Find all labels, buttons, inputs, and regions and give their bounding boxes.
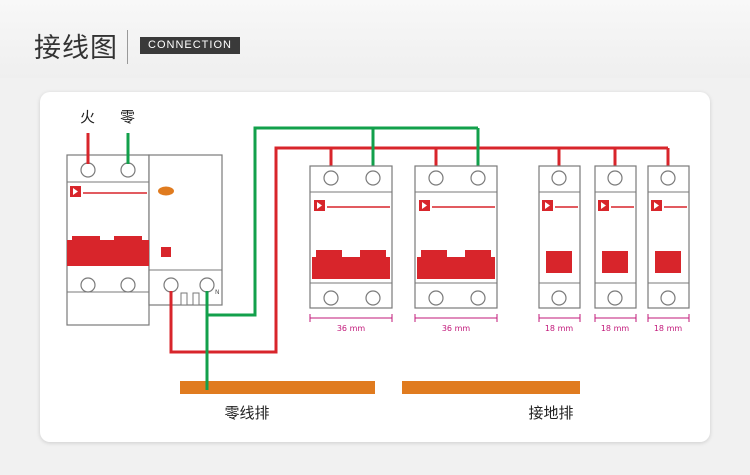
dimension-marker-3	[538, 314, 581, 322]
main-terminal-live	[80, 162, 96, 178]
test-button-icon	[158, 186, 174, 196]
toggle-handle	[312, 257, 390, 279]
width-label-2: 36 mm	[442, 324, 471, 333]
neutral-label: 零	[120, 108, 135, 126]
width-label-4: 18 mm	[601, 324, 630, 333]
main-toggle-handle	[67, 240, 149, 266]
dimension-marker-5	[647, 314, 690, 322]
dimension-marker-1	[309, 314, 393, 322]
main-breaker: N	[66, 154, 223, 326]
breaker-1p-2	[594, 165, 637, 309]
neutral-busbar-label: 零线排	[224, 404, 269, 422]
breaker-2p-1	[309, 165, 393, 309]
width-label-1: 36 mm	[337, 324, 366, 333]
breaker-1p-1	[538, 165, 581, 309]
width-label-3: 18 mm	[545, 324, 574, 333]
live-output-wire	[169, 146, 668, 354]
dimension-marker-2	[414, 314, 498, 322]
live-label: 火	[80, 108, 95, 126]
ground-busbar-label: 接地排	[528, 404, 573, 422]
page-subtitle-badge: CONNECTION	[140, 37, 240, 54]
page-title: 接线图	[34, 33, 118, 64]
toggle-handle	[655, 251, 681, 273]
indicator-icon	[161, 247, 171, 257]
toggle-handle	[417, 257, 495, 279]
breaker-2p-2	[414, 165, 498, 309]
main-terminal-neutral	[120, 162, 136, 178]
breaker-1p-3	[647, 165, 690, 309]
n-marker: N	[215, 289, 220, 296]
neutral-output-wire	[205, 126, 478, 317]
ground-busbar	[402, 381, 580, 394]
header-bar	[0, 0, 750, 78]
dimension-marker-4	[594, 314, 637, 322]
toggle-handle	[602, 251, 628, 273]
toggle-handle	[546, 251, 572, 273]
title-divider	[127, 30, 128, 64]
neutral-busbar	[180, 381, 375, 394]
width-label-5: 18 mm	[654, 324, 683, 333]
